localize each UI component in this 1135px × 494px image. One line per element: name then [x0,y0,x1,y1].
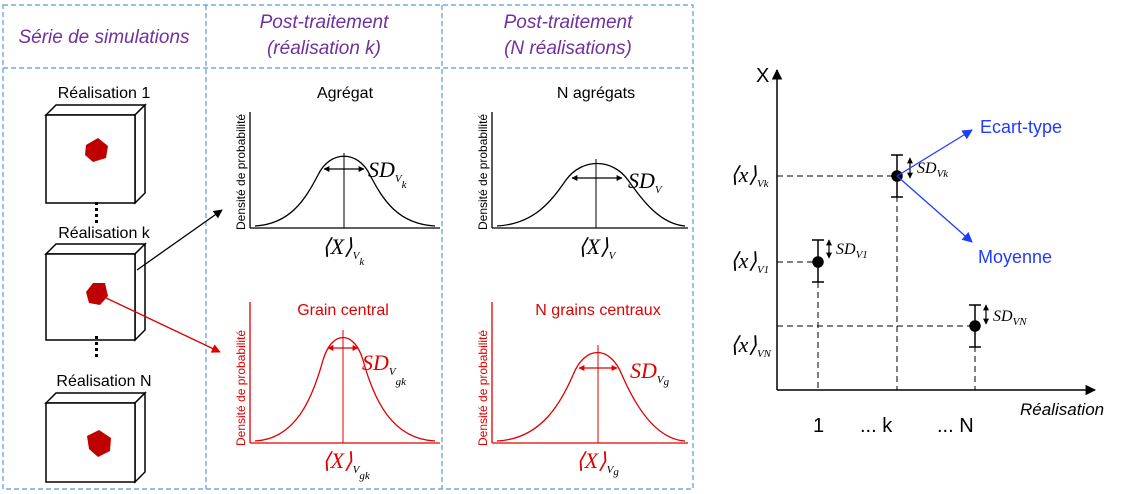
sd-n-central-grains: SDVg [630,358,670,388]
label-std: Ecart-type [980,117,1062,137]
cube-realisation-k [44,242,147,342]
mean-n-aggregates: ⟨X⟩V [578,234,617,262]
title-n-central-grains: N grains centraux [535,302,660,319]
cube-realisation-1 [44,103,147,205]
plot-n-aggregates [491,112,688,229]
sd-central-grain: SDVgk [362,350,407,388]
label-realisation-k: Réalisation k [58,225,151,242]
dots-2 [95,336,98,357]
chart-ylabel-1: ⟨x⟩V1 [730,248,769,276]
title-n-aggregates: N agrégats [557,85,635,102]
chart-x-tick-1: 1 [813,415,824,437]
chart-x-tick-k: ... k [860,415,893,437]
arrow-mean [896,175,973,243]
plot-central-grain [249,302,440,444]
arrow-to-aggregate [136,209,223,271]
chart-sd-n: SDVN [993,308,1027,328]
mean-n-central-grains: ⟨X⟩Vg [576,448,619,478]
mean-aggregate: ⟨X⟩Vk [322,234,365,268]
header-post-n-line2: (N réalisations) [504,38,632,59]
sd-aggregate: SDVk [368,157,408,191]
grain-shape [86,283,108,305]
plot-n-central-grains [491,302,688,444]
ylabel-n-aggregates: Densité de probabilité [476,114,490,230]
chart-ylabel-k: ⟨x⟩Vk [730,162,770,190]
plot-aggregate [249,112,440,229]
sd-n-aggregates: SDV [628,168,663,196]
chart-y-axis-label: X [756,65,769,87]
table-frame [2,4,694,490]
ylabel-n-central-grains: Densité de probabilité [476,330,490,446]
chart-x-axis-label: Réalisation [1020,400,1104,419]
dots-1 [95,202,98,223]
point-realisation-n [969,304,981,348]
label-realisation-1: Réalisation 1 [58,85,151,102]
right-chart-axes [771,68,1097,396]
header-post-k-line1: Post-traitement [260,12,390,33]
arrow-std [896,129,973,177]
mean-central-grain: ⟨X⟩Vgk [322,448,371,482]
grain-shape [87,430,111,457]
point-realisation-1 [812,239,824,283]
header-post-n-line1: Post-traitement [504,12,634,33]
label-mean: Moyenne [978,247,1052,267]
header-post-k-line2: (réalisation k) [267,38,381,59]
header-simulations: Série de simulations [18,27,190,48]
label-realisation-n: Réalisation N [56,373,151,390]
chart-x-tick-n: ... N [937,415,974,437]
title-aggregate: Agrégat [317,85,374,102]
chart-sd-k: SDVk [917,160,949,180]
cube-realisation-n [44,391,147,484]
ylabel-aggregate: Densité de probabilité [234,114,248,230]
title-central-grain: Grain central [297,302,389,319]
chart-ylabel-n: ⟨x⟩VN [730,332,772,360]
arrow-to-central-grain [103,296,221,353]
ylabel-central-grain: Densité de probabilité [234,330,248,446]
chart-sd-1: SDV1 [836,241,868,261]
grain-shape [85,138,108,162]
chart-guides [777,175,976,390]
